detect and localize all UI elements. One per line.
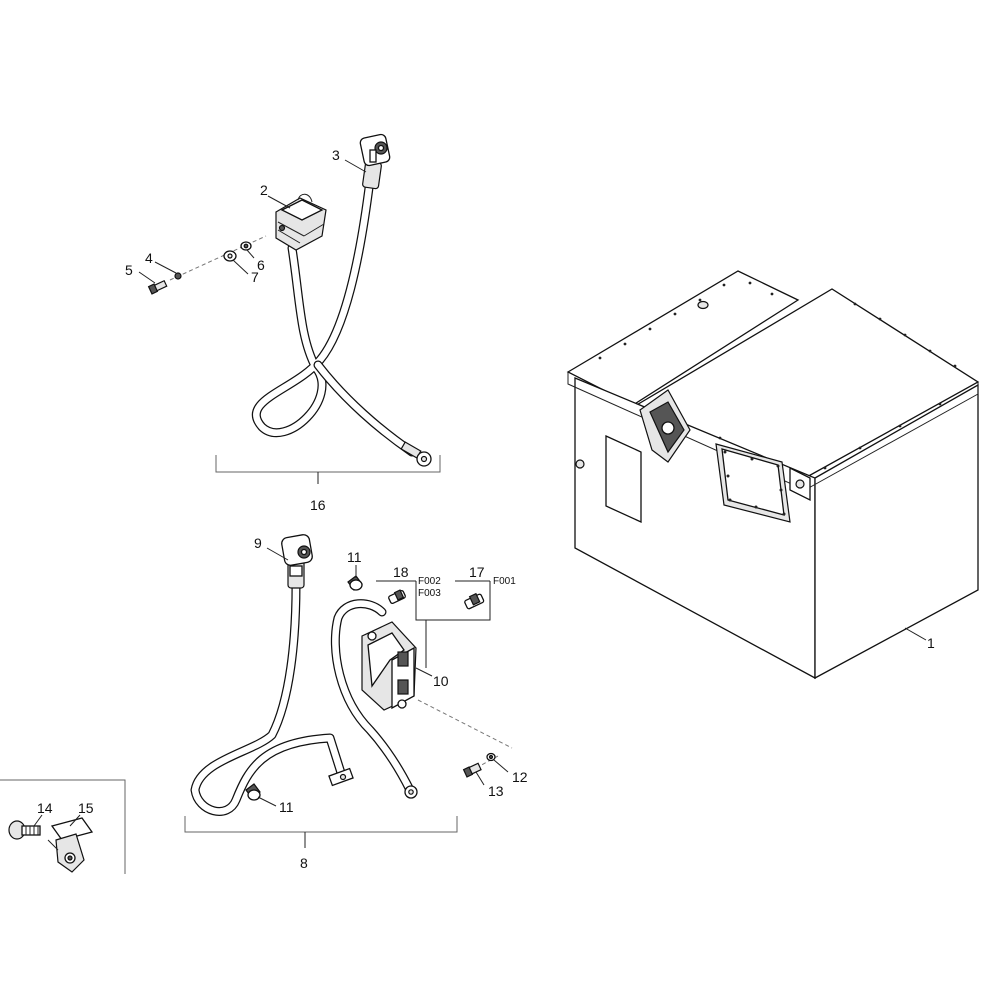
callout-1: 1 [927, 635, 935, 651]
callout-3: 3 [332, 147, 340, 163]
callout-8: 8 [300, 855, 308, 871]
callout-11-lower: 11 [279, 799, 294, 815]
inset-frame [0, 779, 126, 874]
washer-6 [240, 241, 252, 251]
screw-14 [8, 820, 41, 840]
callout-9: 9 [254, 535, 262, 551]
callout-11-upper: 11 [347, 549, 362, 565]
callout-18: 18 [393, 564, 409, 580]
callout-4: 4 [145, 250, 153, 266]
fastener-group-lower [417, 699, 513, 778]
ref-f003: F003 [418, 588, 441, 599]
ref-f002: F002 [418, 576, 441, 587]
callout-10: 10 [433, 673, 449, 689]
washer-12 [486, 752, 496, 762]
fuse-module-10 [361, 621, 417, 711]
callout-13: 13 [488, 783, 504, 799]
clamp-11-lower [245, 783, 261, 801]
harness-assembly-8 [190, 580, 418, 816]
callout-15: 15 [78, 800, 94, 816]
callout-7: 7 [251, 269, 259, 285]
fuse-18 [388, 589, 406, 604]
callout-17: 17 [469, 564, 485, 580]
ref-f001: F001 [493, 576, 516, 587]
bolt-5 [147, 279, 168, 295]
bracket-8 [184, 816, 458, 833]
battery-box [566, 270, 980, 680]
clamp-11-upper [347, 575, 363, 591]
callout-12: 12 [512, 769, 528, 785]
callout-5: 5 [125, 262, 133, 278]
leader-lines [33, 159, 927, 827]
junction-block [275, 193, 327, 251]
callout-16: 16 [310, 497, 326, 513]
callout-14: 14 [37, 800, 53, 816]
fastener-group-upper [147, 235, 267, 295]
bracket-15 [47, 817, 94, 873]
callout-2: 2 [260, 182, 268, 198]
harness-assembly-16 [251, 175, 432, 467]
bracket-16 [215, 455, 441, 473]
nut-7 [223, 250, 237, 262]
bolt-13 [462, 762, 482, 778]
angled-connector-9 [281, 534, 313, 589]
angled-connector-3 [359, 133, 391, 190]
callout-6: 6 [257, 257, 265, 273]
fuse-17 [464, 592, 485, 610]
washer-4 [174, 272, 182, 280]
fuse-reference-bracket [376, 580, 491, 677]
